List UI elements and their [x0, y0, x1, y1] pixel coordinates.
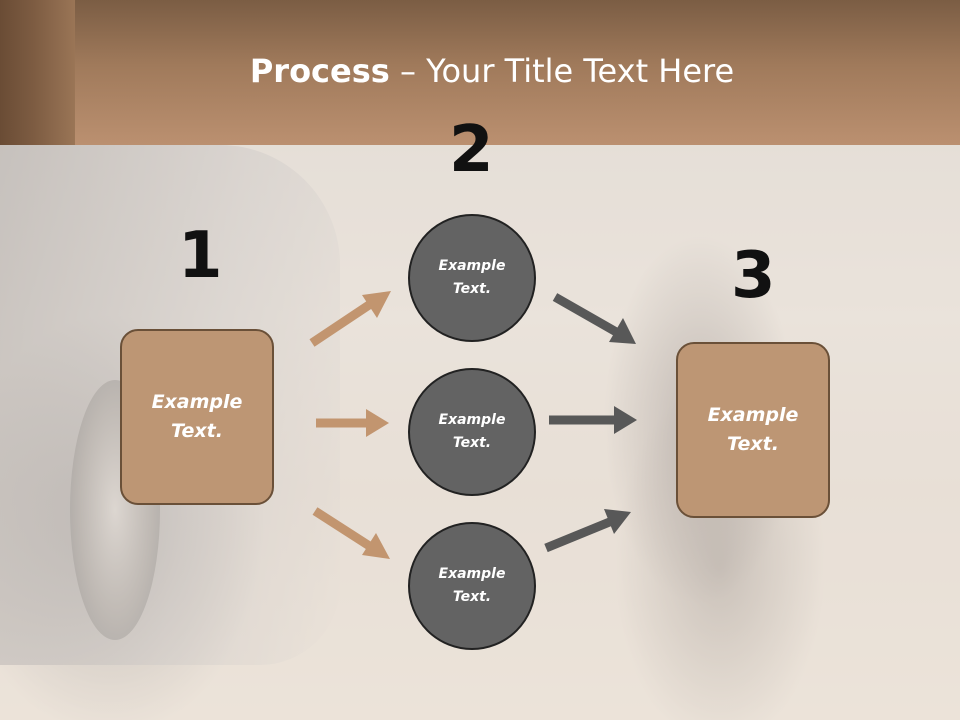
title-bar-accent — [0, 0, 75, 145]
step-box-right-line1: Example — [707, 404, 799, 426]
arrow-top-to-right — [552, 293, 636, 344]
step-box-left: Example Text. — [120, 329, 274, 505]
arrow-left-to-middle — [316, 409, 389, 437]
title-bar — [0, 0, 960, 145]
step-circle-bottom-line1: Example — [438, 566, 506, 582]
arrow-left-to-bottom — [312, 507, 390, 559]
step-box-left-line1: Example — [151, 391, 243, 413]
step-box-right-line2: Text. — [727, 433, 779, 455]
slide-title: Process – Your Title Text Here — [0, 52, 960, 90]
step-number-3: 3 — [731, 239, 776, 313]
step-number-2: 2 — [449, 113, 494, 187]
title-bold: Process — [249, 52, 390, 90]
step-circle-bottom: Example Text. — [408, 522, 536, 650]
arrow-middle-to-right — [549, 406, 637, 434]
step-box-left-line2: Text. — [171, 420, 223, 442]
step-number-1: 1 — [178, 219, 223, 293]
step-circle-middle-line2: Text. — [452, 435, 492, 451]
step-circle-bottom-line2: Text. — [452, 589, 492, 605]
step-circle-top-line2: Text. — [452, 281, 492, 297]
step-circle-middle-line1: Example — [438, 412, 506, 428]
title-rest: – Your Title Text Here — [389, 52, 735, 90]
arrow-bottom-to-right — [544, 509, 631, 553]
step-box-right: Example Text. — [676, 342, 830, 518]
step-circle-top: Example Text. — [408, 214, 536, 342]
step-circle-top-line1: Example — [438, 258, 506, 274]
arrow-left-to-top — [309, 291, 391, 347]
step-circle-middle: Example Text. — [408, 368, 536, 496]
